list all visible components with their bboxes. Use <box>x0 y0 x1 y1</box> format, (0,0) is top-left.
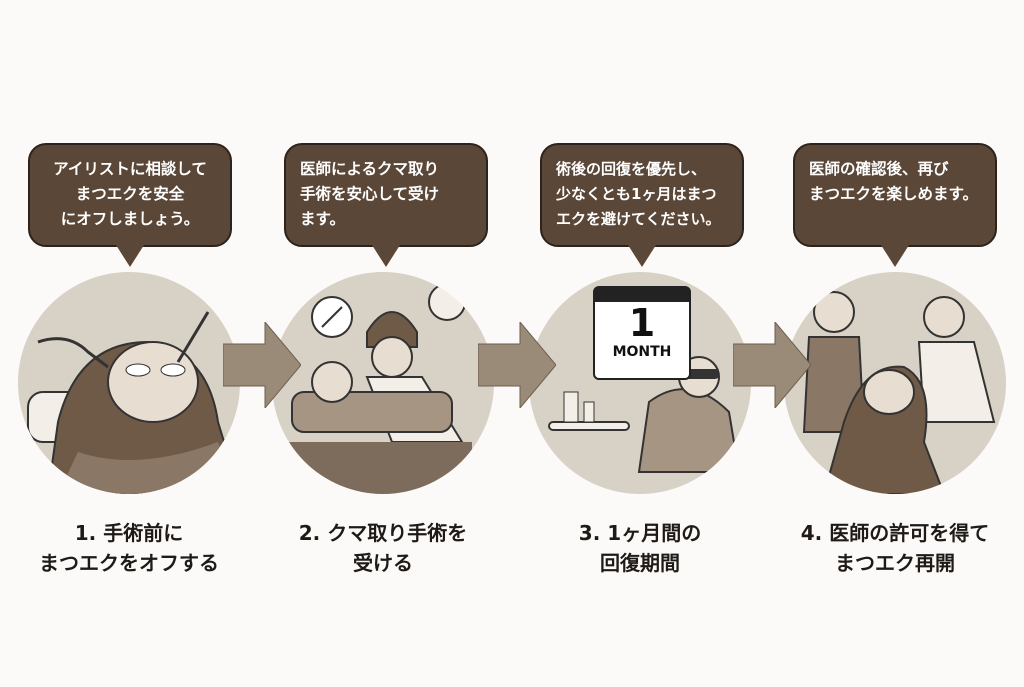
arrow-right-icon <box>223 322 301 408</box>
arrow-right-icon <box>733 322 811 408</box>
bubble-line: エクを避けてください。 <box>556 210 721 228</box>
step-title-4: 4. 医師の許可を得て まつエク再開 <box>765 518 1024 578</box>
step-title-3: 3. 1ヶ月間の 回復期間 <box>510 518 770 578</box>
illustration-eyelash-removal <box>18 272 240 494</box>
title-line: 回復期間 <box>600 551 680 575</box>
bubble-line: まつエクを安全 <box>75 185 185 203</box>
speech-bubble-step-2: 医師によるクマ取り 手術を安心して受け ます。 <box>284 143 488 267</box>
bubble-line: 医師によるクマ取り <box>300 160 440 178</box>
bubble-line: 少なくとも1ヶ月はまつ <box>556 185 717 203</box>
speech-bubble-step-3: 術後の回復を優先し、 少なくとも1ヶ月はまつ エクを避けてください。 <box>540 143 744 267</box>
bubble-tail <box>372 245 400 267</box>
calendar-number: 1 <box>628 301 656 345</box>
bubble-line: アイリストに相談して <box>53 160 207 178</box>
title-line: 1. 手術前に <box>74 521 184 545</box>
calendar-icon: 1 MONTH <box>593 286 691 380</box>
step-title-2: 2. クマ取り手術を 受ける <box>253 518 513 578</box>
speech-bubble-step-1: アイリストに相談して まつエクを安全 にオフしましょう。 <box>28 143 232 267</box>
bubble-line: ます。 <box>300 210 345 228</box>
title-line: まつエクをオフする <box>39 551 219 575</box>
bubble-line: にオフしましょう。 <box>60 210 200 228</box>
bubble-line: 手術を安心して受け <box>300 185 440 203</box>
bubble-tail <box>116 245 144 267</box>
illustration-eyelash-resume <box>784 272 1006 494</box>
title-line: 3. 1ヶ月間の <box>578 521 702 545</box>
title-line: 2. クマ取り手術を <box>298 521 468 545</box>
arrow-right-icon <box>478 322 556 408</box>
title-line: 受ける <box>353 551 413 575</box>
illustration-recovery: 1 MONTH <box>529 272 751 494</box>
bubble-line: まつエクを楽しめます。 <box>809 185 978 203</box>
bubble-line: 術後の回復を優先し、 <box>556 160 707 178</box>
bubble-tail <box>881 245 909 267</box>
illustration-surgery <box>272 272 494 494</box>
calendar-unit: MONTH <box>612 344 672 360</box>
bubble-tail <box>628 245 656 267</box>
title-line: 4. 医師の許可を得て <box>800 521 990 545</box>
title-line: まつエク再開 <box>835 551 955 575</box>
bubble-line: 医師の確認後、再び <box>809 160 949 178</box>
speech-bubble-step-4: 医師の確認後、再び まつエクを楽しめます。 <box>793 143 997 267</box>
step-title-1: 1. 手術前に まつエクをオフする <box>0 518 259 578</box>
